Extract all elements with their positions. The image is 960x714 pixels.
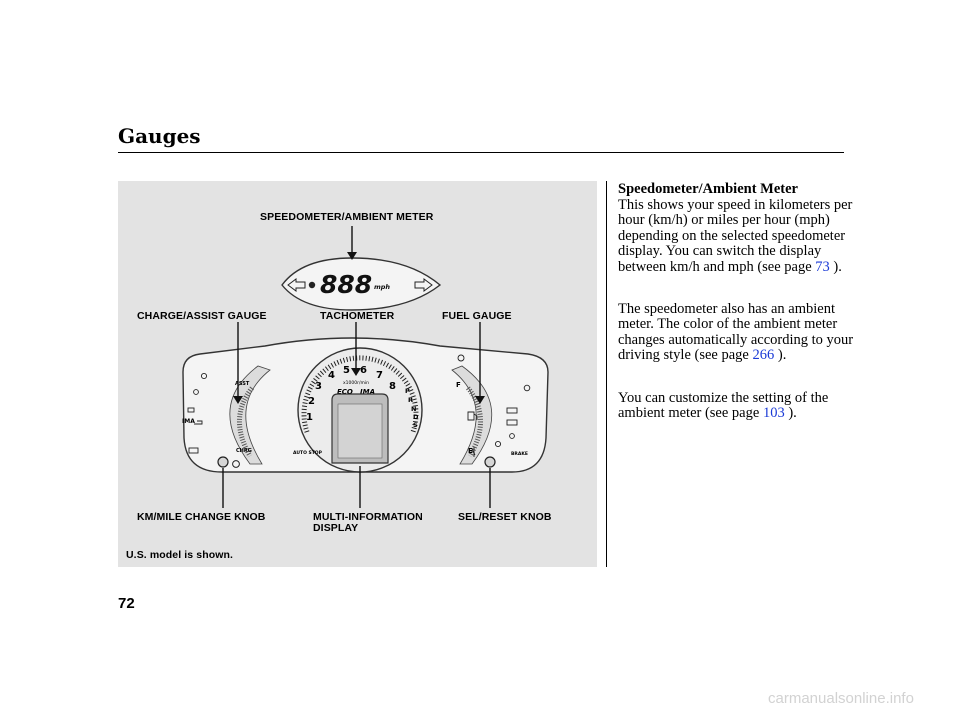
tach-5: 5 (343, 365, 350, 376)
paragraph-end: ). (833, 258, 842, 275)
paragraph-end: ). (777, 347, 787, 364)
paragraph-text: You can customize the setting of the amb… (618, 390, 829, 422)
gear-s: S (413, 421, 418, 429)
paragraph-speed-display: This shows your speed in kilometers per … (618, 197, 854, 275)
gear-n: N (411, 405, 416, 413)
paragraph-text: This shows your speed in kilometers per … (618, 197, 853, 275)
assist-label: ASST (235, 381, 250, 387)
page-link-73[interactable]: 73 (815, 258, 830, 275)
gear-p: P (405, 387, 410, 395)
right-warning-icons (457, 354, 531, 448)
seatbelt-icon (471, 447, 476, 457)
charge-label: CHRG (236, 448, 252, 454)
label-multi-information: MULTI-INFORMATION (313, 511, 423, 523)
label-speedometer-ambient-meter: SPEEDOMETER/AMBIENT METER (260, 211, 434, 223)
left-warning-icons (187, 372, 208, 454)
fuel-gauge-pod (451, 365, 493, 465)
ima-indicator: IMA (360, 388, 375, 396)
label-display: DISPLAY (313, 522, 359, 534)
right-arrow-icon (414, 278, 433, 292)
fuel-pump-icon (467, 411, 478, 421)
auto-stop-indicator: AUTO STOP (293, 450, 323, 456)
figure-caption: U.S. model is shown. (126, 549, 234, 561)
speedometer-pod (281, 257, 442, 311)
page-link-103[interactable]: 103 (762, 405, 785, 422)
brake-warning-label: BRAKE (511, 451, 528, 457)
column-divider (606, 181, 607, 567)
tach-6: 6 (360, 365, 367, 376)
leader-arrowheads (233, 252, 485, 404)
watermark: carmanualsonline.info (768, 690, 914, 707)
paragraph-ambient-meter: The speedometer also has an ambient mete… (618, 301, 854, 364)
paragraph-end: ). (788, 405, 797, 422)
left-arrow-icon (287, 278, 306, 292)
fuel-empty-label: E (468, 447, 473, 455)
label-tachometer: TACHOMETER (320, 310, 395, 322)
label-fuel-gauge: FUEL GAUGE (442, 310, 512, 322)
paragraph-customize: You can customize the setting of the amb… (618, 390, 854, 422)
speed-unit: mph (374, 283, 390, 291)
page-number: 72 (118, 595, 135, 612)
label-charge-assist-gauge: CHARGE/ASSIST GAUGE (137, 310, 267, 322)
sel-reset-knob (484, 456, 496, 468)
gear-d: D (413, 413, 419, 421)
page-link-266[interactable]: 266 (752, 347, 775, 364)
eco-indicator: ECO (337, 388, 353, 396)
speed-readout: 888 (320, 270, 372, 299)
tach-3: 3 (315, 381, 322, 392)
tach-8: 8 (389, 381, 396, 392)
tach-2: 2 (308, 396, 315, 407)
paragraph-text: The speedometer also has an ambient mete… (618, 301, 854, 364)
page-title: Gauges (118, 124, 201, 148)
info-icon (308, 281, 316, 289)
gear-r: R (408, 396, 413, 404)
label-km-mile-change-knob: KM/MILE CHANGE KNOB (137, 511, 266, 523)
section-heading: Speedometer/Ambient Meter (618, 181, 798, 197)
label-sel-reset-knob: SEL/RESET KNOB (458, 511, 552, 523)
fuel-full-label: F (456, 381, 461, 389)
tach-unit: x1000r/min (343, 380, 369, 386)
tach-7: 7 (376, 370, 383, 381)
tach-4: 4 (328, 370, 335, 381)
leader-lines (222, 226, 491, 508)
ima-warning-label: IMA (182, 418, 195, 425)
title-divider (118, 152, 844, 153)
warning-lamp-icon (232, 460, 240, 468)
tach-1: 1 (306, 412, 313, 423)
km-mile-change-knob (217, 456, 229, 468)
